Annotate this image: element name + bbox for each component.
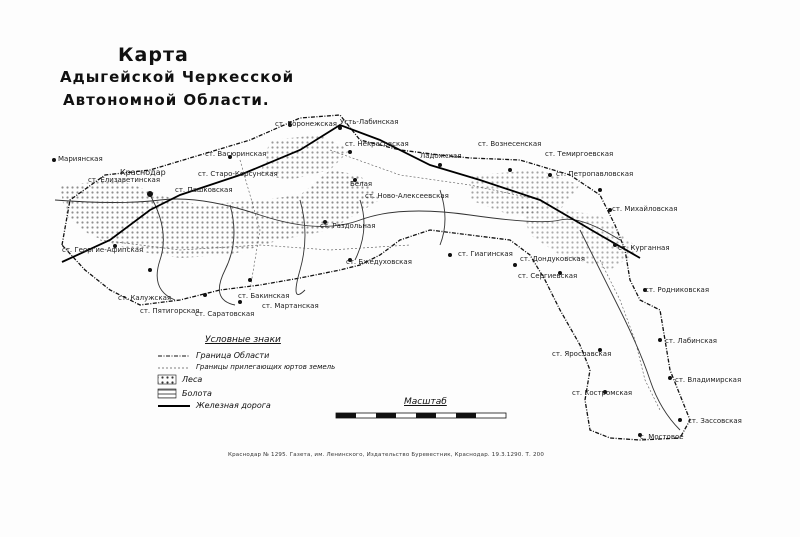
label-maryanskaya: Мариянская <box>58 155 103 163</box>
label-kaluzhskaya: ст. Калужская <box>118 294 172 302</box>
label-kurgannaya: ст. Курганная <box>618 244 670 252</box>
scale-bar <box>335 412 507 419</box>
label-labinskaya: ст. Лабинская <box>665 337 717 345</box>
label-starokorsunskaya: ст. Старо-Корсунская <box>198 170 278 178</box>
region-border <box>61 114 691 441</box>
label-petropavlovskaya: ст. Петропавловская <box>556 170 634 178</box>
label-donduko: ст. Дондуковская <box>520 255 585 263</box>
legend-border-label: Граница Области <box>196 351 270 360</box>
map-title-line1: Карта <box>118 44 189 66</box>
settlement-markers <box>52 123 682 437</box>
legend-symbols <box>157 355 190 407</box>
label-voronezhskaya: ст. Воронежская <box>275 120 337 128</box>
label-vladimirskaya: ст. Владимирская <box>675 376 742 384</box>
label-bzhedukhovskaya: ст. Бжедуховская <box>346 258 412 266</box>
label-ladozhskaya: Ладожская <box>420 152 462 160</box>
label-saratovskaya: ст. Саратовская <box>195 310 255 318</box>
label-krasnodar: Краснодар <box>120 168 166 177</box>
label-mikhailovskaya: ст. Михайловская <box>612 205 678 213</box>
label-zassovskaya: ст. Зассовская <box>688 417 742 425</box>
label-ust-labinskaya: Усть-Лабинская <box>340 118 399 126</box>
label-razdolnaya: ст. Раздольная <box>320 222 376 230</box>
label-vasyurinskaya: ст. Васюринская <box>205 150 267 158</box>
label-giaginskaya: ст. Гиагинская <box>458 250 513 258</box>
scale-heading: Масштаб <box>404 397 447 407</box>
label-belaya: Белая <box>350 180 373 188</box>
railway-line <box>61 124 641 263</box>
legend-swamp-label: Болота <box>182 389 212 398</box>
label-rodnikovskaya: ст. Родниковская <box>645 286 710 294</box>
label-temirgoevskaya: ст. Темиргоевская <box>545 150 614 158</box>
label-pashkovskaya: ст. Пашковская <box>175 186 233 194</box>
legend-forest-label: Леса <box>182 375 203 384</box>
label-georgie-afipskaya: ст. Георгие-Афипская <box>62 246 144 254</box>
label-nekrasovskaya: ст. Некрасовская <box>345 140 409 148</box>
label-bakinskaya: ст. Бакинская <box>238 292 290 300</box>
legend-adjacent-label: Границы прилегающих юртов земель <box>196 363 336 371</box>
label-sergievskaya: ст. Сергиевская <box>518 272 578 280</box>
legend-railway-label: Железная дорога <box>196 401 271 410</box>
label-yaroslavskaya: ст. Ярославская <box>552 350 612 358</box>
label-novo-alekseevskaya: ст. Ново-Алексеевская <box>365 192 449 200</box>
label-pyatigorskaya: ст. Пятигорская <box>140 307 200 315</box>
label-elizavetinskaya: ст. Елизаветинская <box>88 176 161 184</box>
label-mostovaya: с. Мостовое <box>640 433 684 441</box>
map-title-line3: Автономной Области. <box>63 91 270 109</box>
adjacent-borders <box>99 149 661 411</box>
printer-imprint: Краснодар № 1295. Газета, им. Ленинского… <box>228 452 545 458</box>
label-voznesenskaya: ст. Вознесенская <box>478 140 542 148</box>
label-martanskaya: ст. Мартанская <box>262 302 319 310</box>
rivers <box>54 189 681 431</box>
map-title-line2: Адыгейской Черкесской <box>60 68 295 86</box>
legend-heading: Условные знаки <box>205 335 281 345</box>
label-kostromskaya: ст. Костромская <box>572 389 633 397</box>
